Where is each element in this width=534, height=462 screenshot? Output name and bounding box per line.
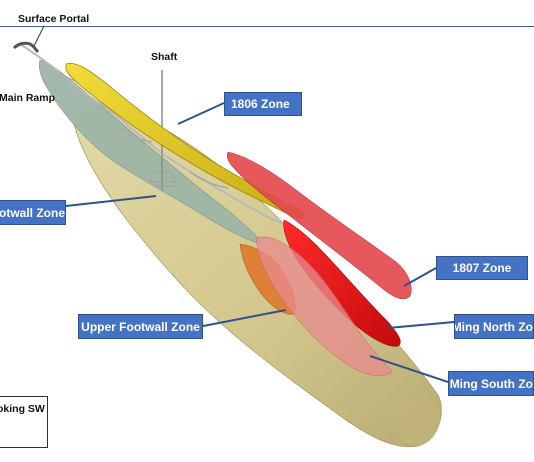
view-direction-text: oking SW xyxy=(0,403,45,415)
surface-portal-leader xyxy=(33,25,45,47)
shaft-label: Shaft xyxy=(151,51,178,63)
shaft-base-structure xyxy=(149,171,178,187)
main-ramp-label: Main Ramp xyxy=(0,92,56,104)
footwall-zone-callout: otwall Zone xyxy=(0,200,66,225)
zone-1807-leader xyxy=(403,267,437,287)
ming-south-zone-leader xyxy=(369,355,449,383)
ming-north-zone-callout: Ming North Zo xyxy=(454,314,534,339)
surface-portal-label: Surface Portal xyxy=(18,13,90,25)
zone-1807-shape xyxy=(226,151,412,300)
surface-portal-tunnel xyxy=(12,41,40,54)
footwall-zone-leader xyxy=(65,195,157,207)
top-rule xyxy=(0,26,534,27)
zone-1806-leader xyxy=(177,102,225,125)
ming-south-zone-callout: Ming South Zo xyxy=(448,371,534,396)
zone-1807-callout: 1807 Zone xyxy=(436,256,528,280)
zone-1806-callout: 1806 Zone xyxy=(224,92,302,116)
upper-footwall-zone-callout: Upper Footwall Zone xyxy=(78,314,203,339)
host-rock-end-cap xyxy=(389,395,441,446)
upper-footwall-zone-leader xyxy=(202,309,287,327)
footwall-zone-shape xyxy=(38,59,263,245)
ming-south-zone-shape xyxy=(255,236,393,376)
view-direction-box: oking SW xyxy=(0,396,48,448)
ming-north-zone-leader xyxy=(387,321,455,329)
